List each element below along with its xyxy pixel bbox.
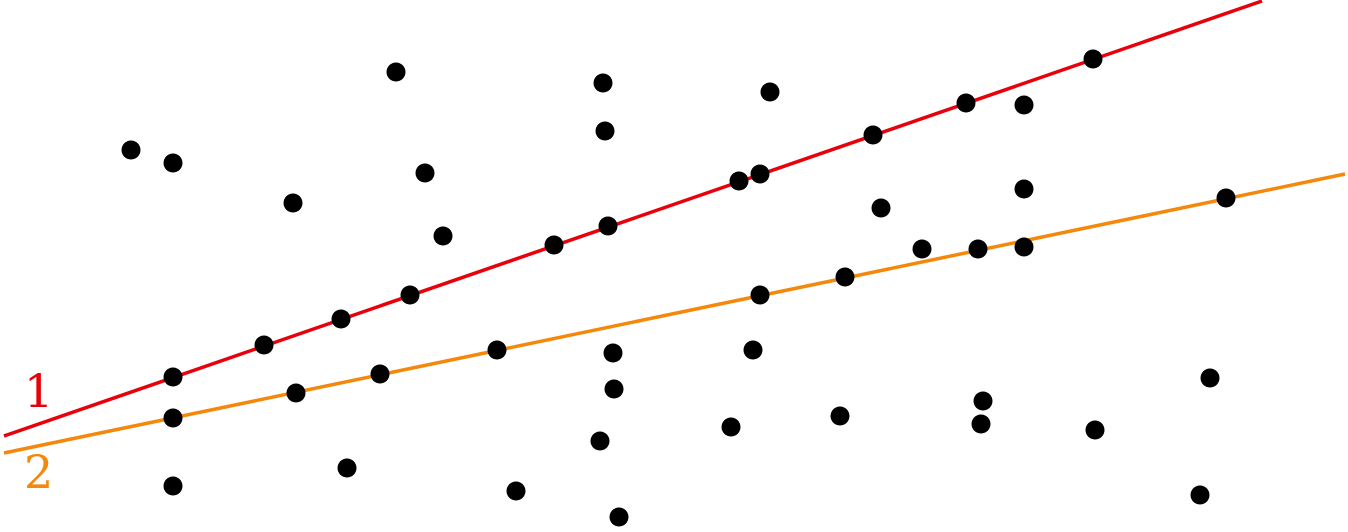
data-point bbox=[760, 82, 780, 102]
data-point bbox=[1014, 95, 1034, 115]
line-1-label: 1 bbox=[24, 364, 53, 418]
data-point bbox=[595, 121, 615, 141]
data-point bbox=[830, 406, 850, 426]
data-point bbox=[544, 235, 564, 255]
data-point bbox=[506, 481, 526, 501]
data-point bbox=[603, 343, 623, 363]
fitted-lines bbox=[3, 0, 1346, 455]
data-point bbox=[121, 140, 141, 160]
data-point bbox=[1190, 485, 1210, 505]
data-point bbox=[163, 476, 183, 496]
data-points bbox=[121, 49, 1236, 527]
data-point bbox=[729, 171, 749, 191]
data-point bbox=[163, 408, 183, 428]
data-point bbox=[1014, 237, 1034, 257]
data-point bbox=[254, 335, 274, 355]
data-point bbox=[337, 458, 357, 478]
data-point bbox=[956, 93, 976, 113]
data-point bbox=[835, 267, 855, 287]
data-point bbox=[415, 163, 435, 183]
data-point bbox=[609, 507, 629, 527]
data-point bbox=[400, 285, 420, 305]
data-point bbox=[593, 73, 613, 93]
data-point bbox=[743, 340, 763, 360]
data-point bbox=[331, 309, 351, 329]
data-point bbox=[1200, 368, 1220, 388]
data-point bbox=[1083, 49, 1103, 69]
line-1 bbox=[3, 0, 1263, 438]
data-point bbox=[968, 239, 988, 259]
data-point bbox=[750, 164, 770, 184]
data-point bbox=[973, 391, 993, 411]
data-point bbox=[604, 379, 624, 399]
data-point bbox=[386, 62, 406, 82]
data-point bbox=[750, 285, 770, 305]
data-point bbox=[590, 431, 610, 451]
data-point bbox=[598, 216, 618, 236]
data-point bbox=[971, 414, 991, 434]
line-2 bbox=[3, 172, 1346, 455]
data-point bbox=[433, 226, 453, 246]
data-point bbox=[912, 239, 932, 259]
data-point bbox=[871, 198, 891, 218]
data-point bbox=[863, 125, 883, 145]
data-point bbox=[1216, 188, 1236, 208]
data-point bbox=[487, 340, 507, 360]
data-point bbox=[1085, 420, 1105, 440]
data-point bbox=[283, 193, 303, 213]
data-point bbox=[721, 417, 741, 437]
data-point bbox=[370, 364, 390, 384]
data-point bbox=[286, 383, 306, 403]
data-point bbox=[163, 153, 183, 173]
data-point bbox=[1014, 179, 1034, 199]
data-point bbox=[163, 367, 183, 387]
line-2-label: 2 bbox=[24, 445, 53, 499]
